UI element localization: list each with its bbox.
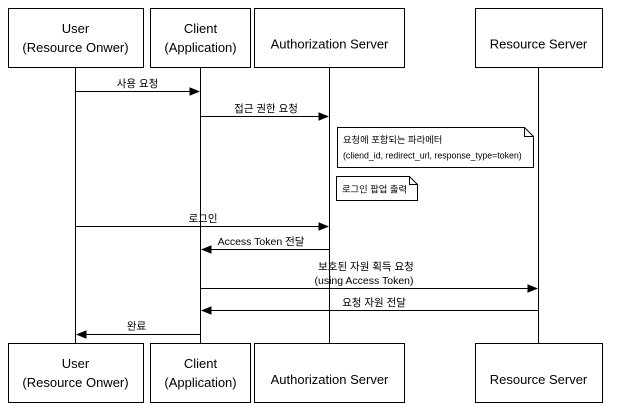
actor-bottom-resource-server-box	[475, 343, 603, 403]
message-complete-arrowhead-icon	[76, 330, 87, 339]
message-complete-label: 완료	[127, 320, 147, 333]
note-request-parameters-line1: 요청에 포함되는 파라메터	[343, 135, 442, 145]
note-login-popup-line1: 로그인 팝업 출력	[342, 184, 407, 195]
message-requested-resource-arrowhead-icon	[201, 306, 212, 315]
actor-top-client-title: Client	[184, 21, 218, 36]
actor-top-user-subtitle: (Resource Onwer)	[22, 40, 128, 55]
actor-top-client-subtitle: (Application)	[164, 40, 236, 55]
message-login-arrowhead-icon	[318, 222, 329, 231]
message-access-permission-request-label: 접근 권한 요청	[234, 103, 298, 115]
message-protected-resource-request-sublabel: (using Access Token)	[314, 275, 413, 287]
note-login-popup	[336, 176, 418, 201]
actor-top-user-title: User	[62, 21, 90, 36]
actor-bottom-client-box	[150, 343, 251, 403]
actor-bottom-authorization-server-box	[254, 343, 405, 403]
actor-bottom-resource-server-title: Resource Server	[490, 372, 588, 387]
actor-bottom-user-subtitle: (Resource Onwer)	[22, 375, 128, 390]
message-access-token-label: Access Token 전달	[218, 236, 305, 248]
actor-top-authorization-server-box	[254, 8, 405, 68]
note-request-parameters-fold-icon	[524, 127, 534, 137]
message-protected-resource-request-label: 보호된 자원 획득 요청	[318, 261, 414, 273]
actor-bottom-user-box	[8, 343, 144, 403]
note-request-parameters	[337, 127, 534, 168]
message-use-request-arrowhead-icon	[189, 87, 200, 96]
message-protected-resource-request-arrowhead-icon	[527, 284, 538, 293]
actor-bottom-user-title: User	[62, 356, 90, 371]
message-login-label: 로그인	[189, 213, 218, 225]
message-access-permission-request-arrowhead-icon	[318, 112, 329, 121]
actor-top-authorization-server-title: Authorization Server	[271, 37, 389, 52]
actor-top-client-box	[150, 8, 251, 68]
message-requested-resource-label: 요청 자원 전달	[342, 297, 406, 309]
message-access-token-arrowhead-icon	[201, 245, 212, 254]
actor-bottom-client-subtitle: (Application)	[164, 375, 236, 390]
note-request-parameters-line2: (cliend_id, redirect_url, response_type=…	[343, 151, 522, 161]
actor-top-resource-server-title: Resource Server	[490, 37, 588, 52]
actor-top-user-box	[8, 8, 144, 68]
actor-bottom-client-title: Client	[184, 356, 218, 371]
note-login-popup-fold-icon	[409, 176, 418, 185]
message-use-request-label: 사용 요청	[117, 78, 159, 90]
actor-top-resource-server-box	[475, 8, 603, 68]
actor-bottom-authorization-server-title: Authorization Server	[271, 372, 389, 387]
